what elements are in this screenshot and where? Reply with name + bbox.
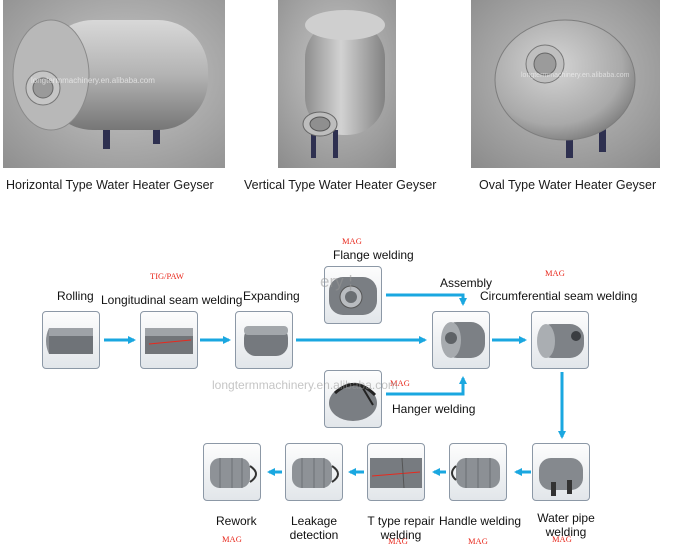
step-box-flange xyxy=(324,266,382,324)
photo-vertical-heater xyxy=(278,0,396,168)
label-assembly: Assembly xyxy=(440,276,493,290)
photo-oval-heater: longtermmachinery.en.alibaba.com xyxy=(471,0,660,168)
arrow-hanger-to-assembly xyxy=(386,376,467,396)
caption-oval: Oval Type Water Heater Geyser xyxy=(479,178,657,192)
flow-watermark-top: ery ¦ xyxy=(320,272,353,291)
arrow-flange-to-assembly xyxy=(386,293,467,306)
process-water-pipe: MAG xyxy=(552,534,572,544)
label-expanding: Expanding xyxy=(243,289,300,303)
step-box-t-repair xyxy=(367,443,425,501)
step-box-rework xyxy=(203,443,261,501)
step-box-expanding xyxy=(235,311,293,369)
label-handle: Handle welding xyxy=(439,514,522,528)
photo-watermark: longtermmachinery.en.alibaba.com xyxy=(521,72,630,79)
step-box-circumferential xyxy=(531,311,589,369)
process-circumferential: MAG xyxy=(545,268,565,278)
photo-horizontal-heater: longtermmachinery.en.alibaba.com xyxy=(3,0,225,168)
caption-horizontal: Horizontal Type Water Heater Geyser xyxy=(6,178,214,192)
label-longitudinal: Longitudinal seam welding xyxy=(101,293,243,307)
step-box-water-pipe xyxy=(532,443,590,501)
label-leakage: Leakage detection xyxy=(289,514,339,542)
label-t-repair: T type repair welding xyxy=(367,514,435,542)
process-longitudinal: TIG/PAW xyxy=(150,271,184,281)
process-flange: MAG xyxy=(342,236,362,246)
label-flange: Flange welding xyxy=(333,248,414,262)
label-rework: Rework xyxy=(216,514,257,528)
step-box-handle xyxy=(449,443,507,501)
photo-watermark: longtermmachinery.en.alibaba.com xyxy=(31,76,155,85)
flow-watermark-mid: longtermmachinery.en.alibaba.com xyxy=(212,378,398,392)
step-box-hanger xyxy=(324,370,382,428)
process-rework: MAG xyxy=(222,534,242,544)
step-box-leakage xyxy=(285,443,343,501)
step-box-longitudinal xyxy=(140,311,198,369)
process-handle: MAG xyxy=(468,536,488,546)
process-hanger: MAG xyxy=(390,378,410,388)
step-box-rolling xyxy=(42,311,100,369)
label-rolling: Rolling xyxy=(57,289,94,303)
step-box-assembly xyxy=(432,311,490,369)
label-hanger: Hanger welding xyxy=(392,402,476,416)
caption-vertical: Vertical Type Water Heater Geyser xyxy=(244,178,437,192)
label-circumferential: Circumferential seam welding xyxy=(480,289,638,303)
process-t-repair: MAG xyxy=(388,536,408,546)
label-water-pipe: Water pipe welding xyxy=(537,511,595,539)
